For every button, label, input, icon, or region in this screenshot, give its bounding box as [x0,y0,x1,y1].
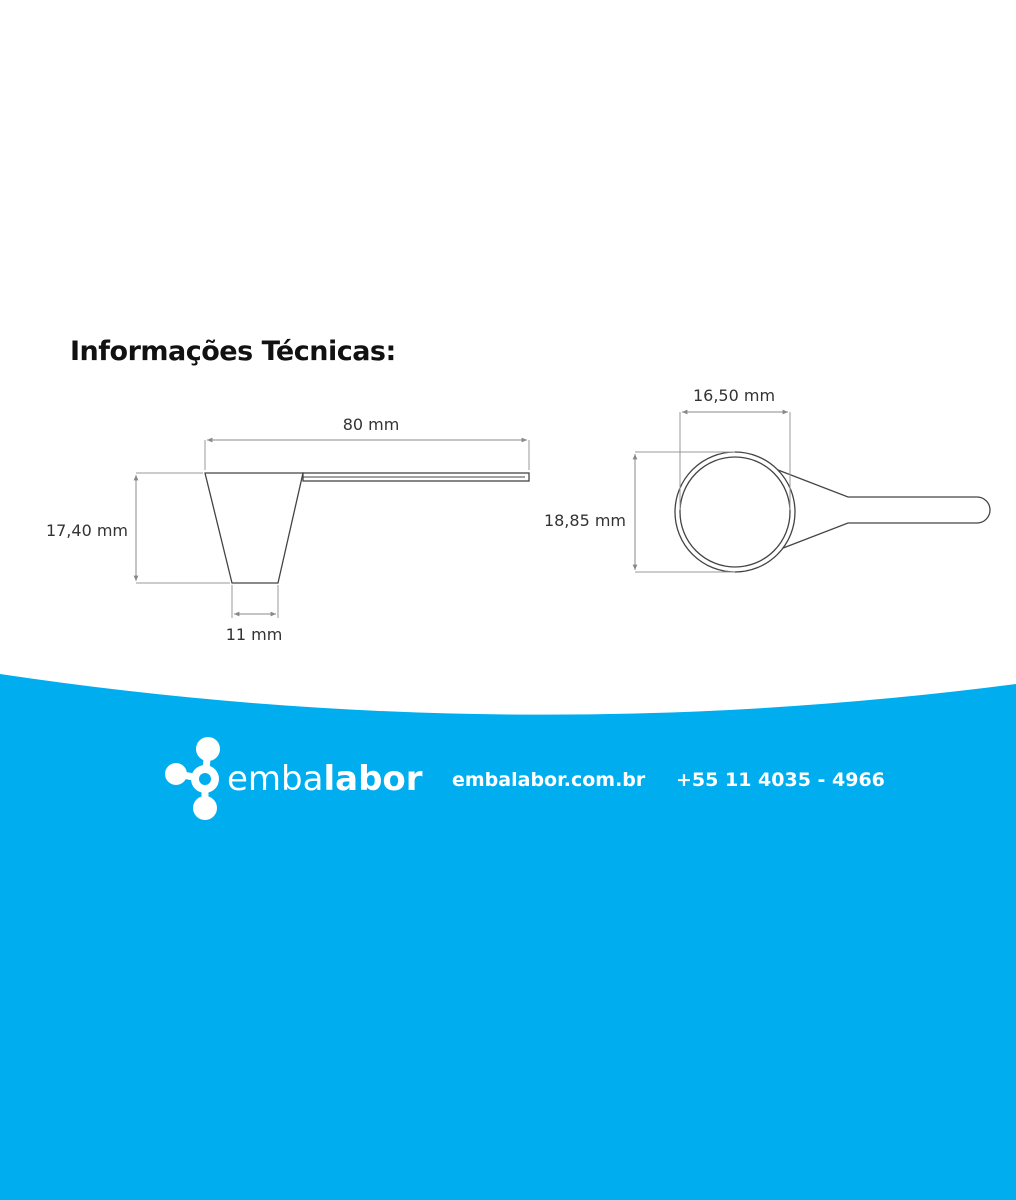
phone-number[interactable]: +55 11 4035 - 4966 [676,769,885,791]
brand-logo: embalabor [165,737,423,820]
scoop-inner-rim [679,456,791,568]
scoop-outer-rim [674,451,796,573]
outer-diameter-label: 18,85 mm [544,511,626,530]
scoop-side-profile [204,472,304,584]
brand-name-bold: labor [323,759,422,799]
page-title: Informações Técnicas: [70,336,396,367]
side-view: 80 mm 17,40 mm 11 mm [46,415,530,644]
brand-name-light: emba [227,759,323,799]
scoop-handle-top [777,469,991,551]
brand-name: embalabor [227,759,423,799]
footer-wave-background [0,674,1016,1200]
inner-diameter-label: 16,50 mm [693,386,775,405]
bottom-width-label: 11 mm [226,625,283,644]
website-link[interactable]: embalabor.com.br [452,769,646,791]
top-view: 16,50 mm 18,85 mm [544,386,991,573]
technical-drawing: 80 mm 17,40 mm 11 mm 16,50 mm 18,85 mm [46,386,991,644]
height-label: 17,40 mm [46,521,128,540]
length-label: 80 mm [343,415,400,434]
molecule-icon [165,737,220,820]
